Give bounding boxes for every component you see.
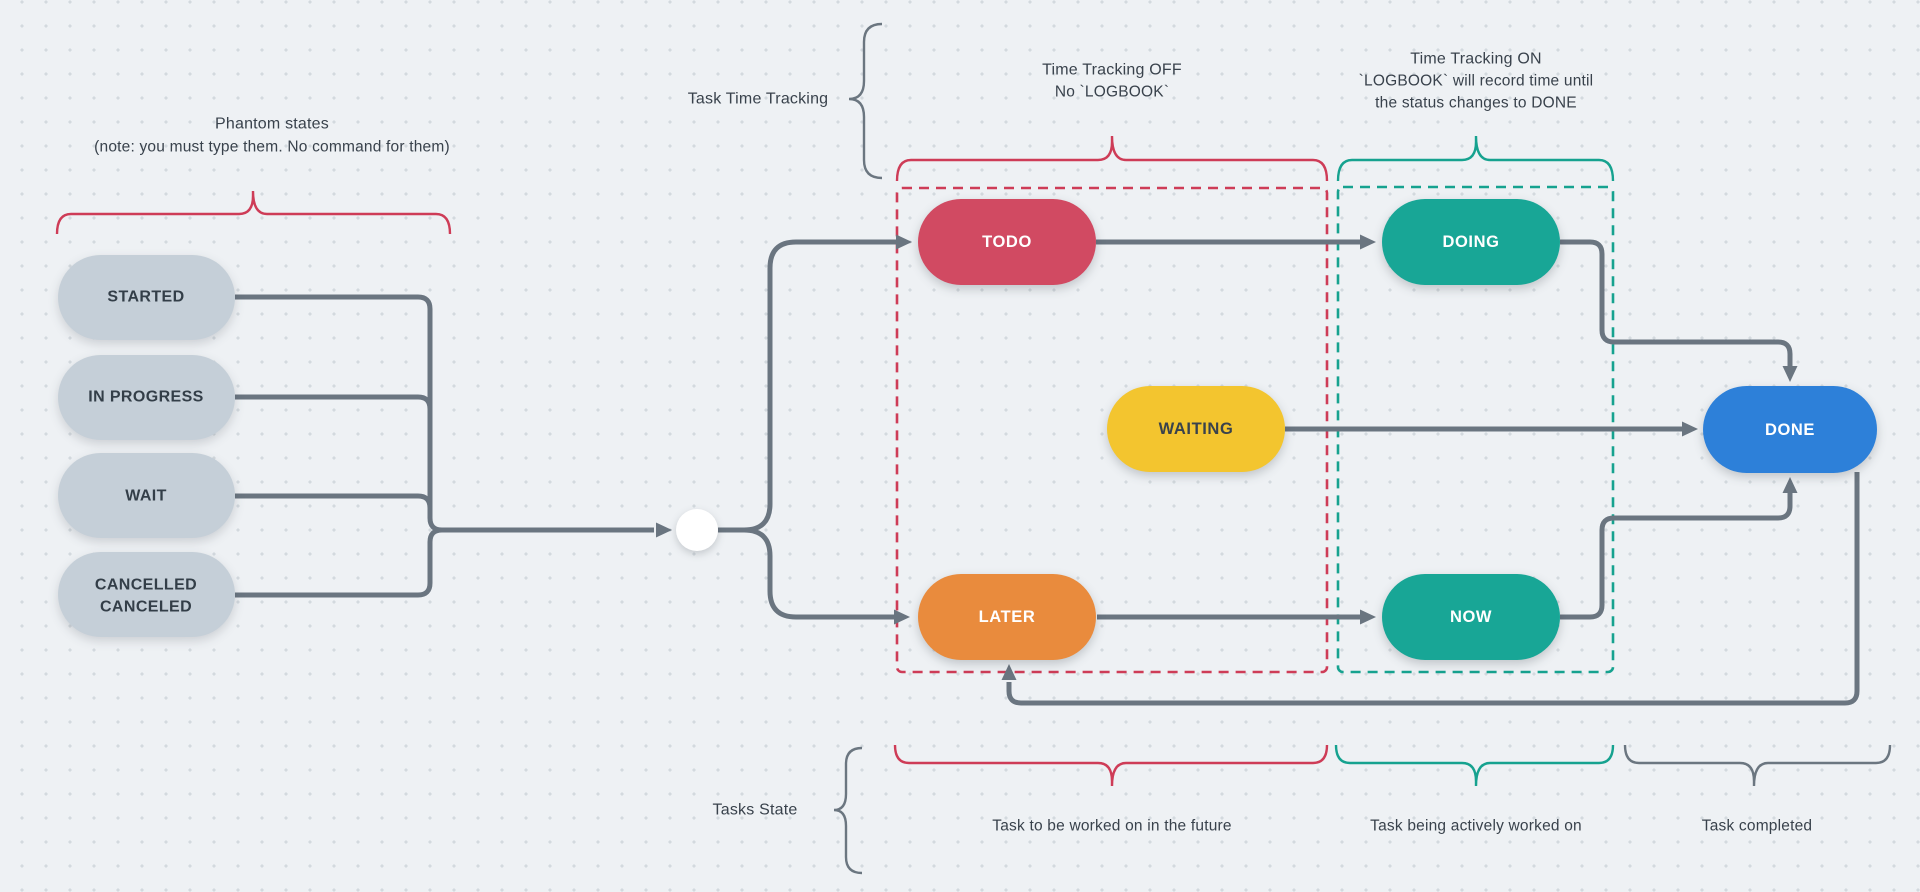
node-todo-label: TODO xyxy=(982,233,1032,251)
node-in-progress-label: IN PROGRESS xyxy=(88,389,204,406)
time-tracking-off-line2: No `LOGBOOK` xyxy=(1055,84,1169,101)
node-done-label: DONE xyxy=(1765,421,1815,439)
time-tracking-off-line1: Time Tracking OFF xyxy=(1042,62,1182,79)
junction-circle xyxy=(676,509,718,551)
connector-cancelled xyxy=(235,527,443,598)
arrow-into-now xyxy=(1360,609,1376,625)
node-todo xyxy=(918,199,1096,285)
connector-wait xyxy=(235,493,433,509)
phantom-states-title: Phantom states xyxy=(215,116,329,133)
node-later xyxy=(918,574,1096,660)
braces-group xyxy=(55,22,1892,875)
node-doing xyxy=(1382,199,1560,285)
phantom-states-brace xyxy=(55,190,452,235)
connector-now-done xyxy=(1560,493,1793,620)
junction-fork xyxy=(718,234,912,625)
node-cancelled-label-line1: CANCELLED xyxy=(95,577,197,594)
task-nodes-group: TODO LATER DOING NOW WAITING DONE xyxy=(918,199,1877,660)
node-started xyxy=(58,255,235,340)
active-tasks-label: Task being actively worked on xyxy=(1370,818,1582,835)
arrow-into-done-left xyxy=(1682,421,1698,437)
connector-doing-done xyxy=(1560,239,1793,366)
completed-tasks-brace xyxy=(1623,744,1892,787)
time-tracking-on-line1: Time Tracking ON xyxy=(1410,51,1542,68)
future-tasks-brace xyxy=(893,744,1329,787)
node-waiting xyxy=(1107,386,1285,472)
future-tasks-label: Task to be worked on in the future xyxy=(992,818,1231,835)
arrow-into-later-bottom xyxy=(1001,664,1017,680)
node-cancelled xyxy=(58,552,235,637)
phantom-states-group: STARTED IN PROGRESS WAIT CANCELLED CANCE… xyxy=(58,255,235,637)
node-in-progress xyxy=(58,355,235,440)
node-wait-label: WAIT xyxy=(125,488,167,505)
time-tracking-off-brace xyxy=(895,135,1329,182)
completed-tasks-label: Task completed xyxy=(1702,818,1813,835)
node-wait xyxy=(58,453,235,538)
phantom-connectors xyxy=(235,294,672,598)
annotations-group: Phantom states (note: you must type them… xyxy=(94,51,1812,835)
tasks-state-brace xyxy=(833,746,863,875)
node-started-label: STARTED xyxy=(107,289,184,306)
arrow-into-done-top xyxy=(1782,366,1798,382)
arrow-into-doing xyxy=(1360,234,1376,250)
connector-fork-todo xyxy=(718,239,896,533)
connector-in-progress xyxy=(235,394,433,410)
node-doing-label: DOING xyxy=(1442,233,1499,251)
connector-fork-later xyxy=(718,527,894,620)
time-tracking-on-brace xyxy=(1336,135,1615,182)
tasks-state-label: Tasks State xyxy=(713,802,798,819)
task-time-tracking-brace xyxy=(848,22,883,180)
time-tracking-on-line3: the status changes to DONE xyxy=(1375,95,1577,112)
node-done xyxy=(1703,386,1877,473)
task-time-tracking-label: Task Time Tracking xyxy=(688,91,829,108)
arrow-into-later xyxy=(894,609,910,625)
node-now xyxy=(1382,574,1560,660)
connector-done-later-loop xyxy=(1006,472,1860,706)
phantom-states-note: (note: you must type them. No command fo… xyxy=(94,139,450,156)
arrow-into-todo xyxy=(896,234,912,250)
arrow-into-done-bottom xyxy=(1782,477,1798,493)
node-later-label: LATER xyxy=(979,608,1036,626)
arrow-into-junction xyxy=(656,522,672,538)
flow-connectors xyxy=(1001,234,1860,706)
node-cancelled-label-line2: CANCELED xyxy=(100,599,192,616)
node-waiting-label: WAITING xyxy=(1159,420,1234,438)
time-tracking-on-line2: `LOGBOOK` will record time until xyxy=(1359,73,1594,90)
active-tasks-brace xyxy=(1334,744,1615,787)
node-now-label: NOW xyxy=(1450,608,1492,626)
